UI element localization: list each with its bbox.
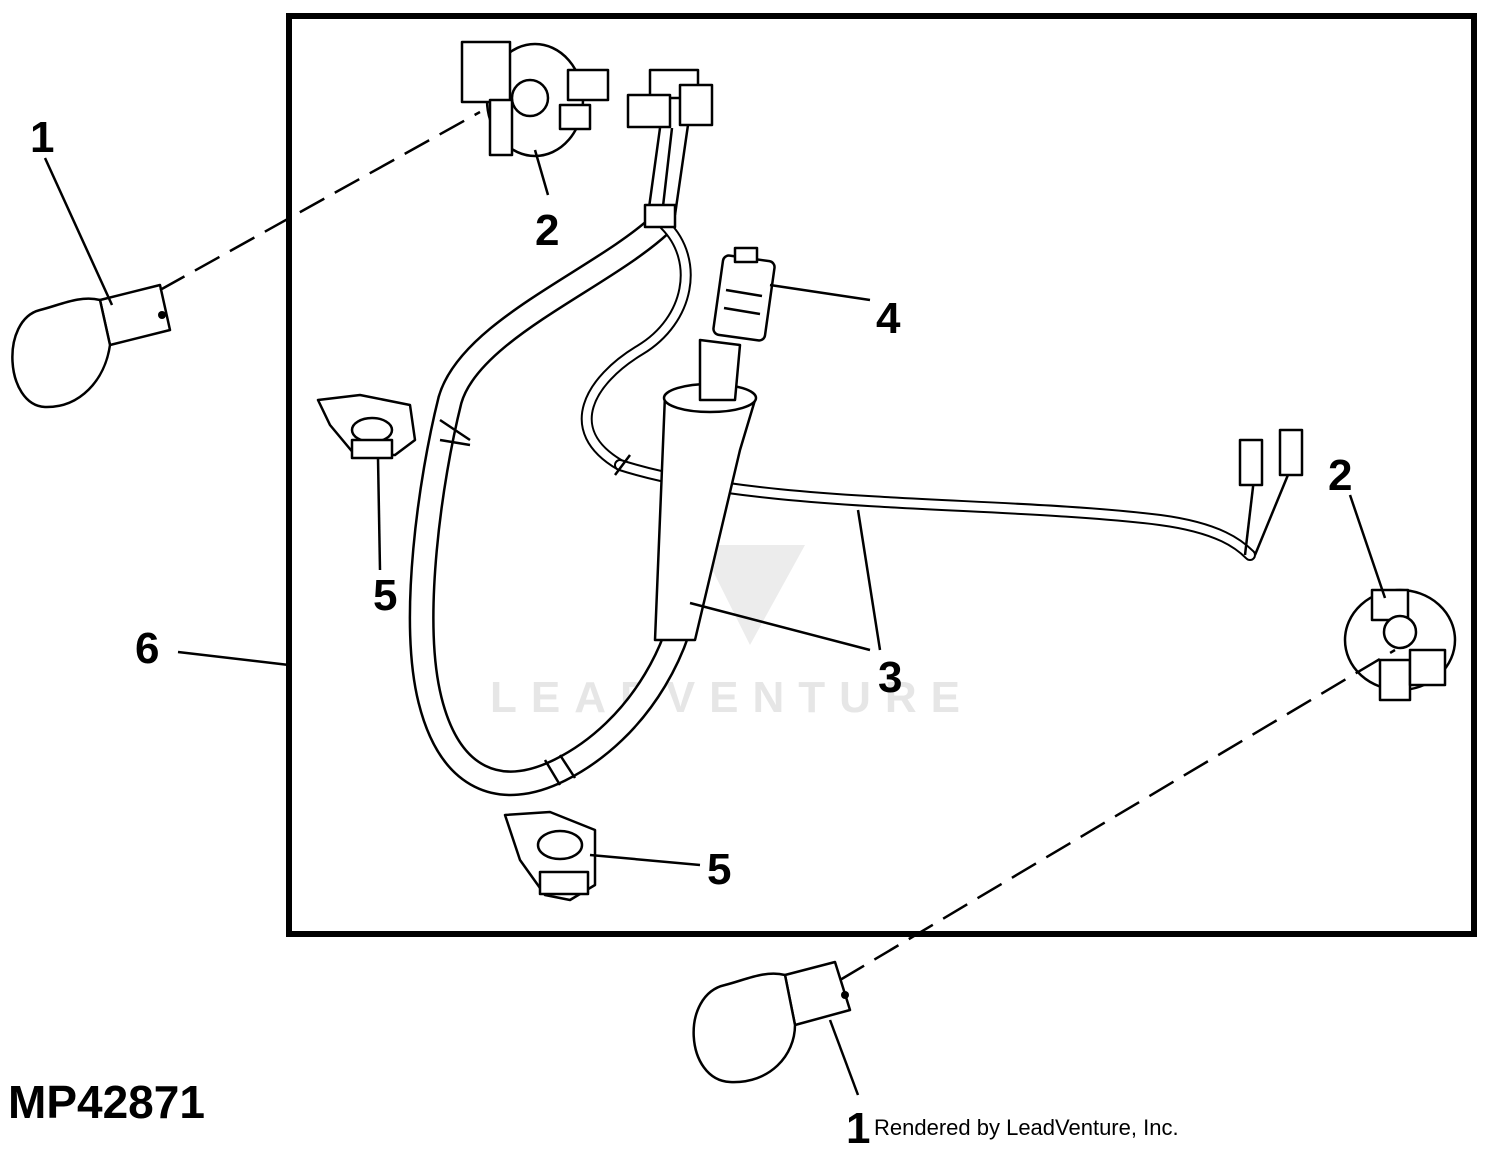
harness-sheath	[653, 338, 758, 642]
callout-harness: 3	[878, 653, 902, 702]
figure-id: MP42871	[8, 1076, 205, 1128]
top-connectors	[626, 68, 714, 229]
callout-clip-bottom: 5	[707, 845, 731, 894]
clip-bottom	[503, 810, 597, 902]
credit-text: Rendered by LeadVenture, Inc.	[874, 1115, 1179, 1140]
callout-harness-assembly: 6	[135, 624, 159, 673]
watermark-text: LEADVENTURE	[490, 673, 974, 722]
socket-right	[1343, 588, 1457, 702]
connector	[712, 246, 776, 342]
callout-bulb-top-left: 1	[30, 113, 54, 162]
callout-socket-top: 2	[535, 206, 559, 255]
watermark: LEADVENTURE	[490, 545, 974, 722]
leader-lines	[43, 149, 1387, 1096]
assembly-box	[286, 13, 1477, 937]
callout-bulb-bottom: 1	[846, 1104, 870, 1153]
callout-clip-left: 5	[373, 571, 397, 620]
alignment-line-bottom	[839, 648, 1396, 982]
socket-top	[460, 40, 610, 158]
alignment-line-top	[159, 110, 481, 292]
bulb-bottom	[692, 960, 852, 1084]
clip-left	[316, 393, 417, 460]
bulb-top-left	[11, 283, 172, 409]
callout-connector: 4	[876, 294, 901, 343]
wiring-harness	[408, 212, 1304, 797]
callout-socket-right: 2	[1328, 451, 1352, 500]
